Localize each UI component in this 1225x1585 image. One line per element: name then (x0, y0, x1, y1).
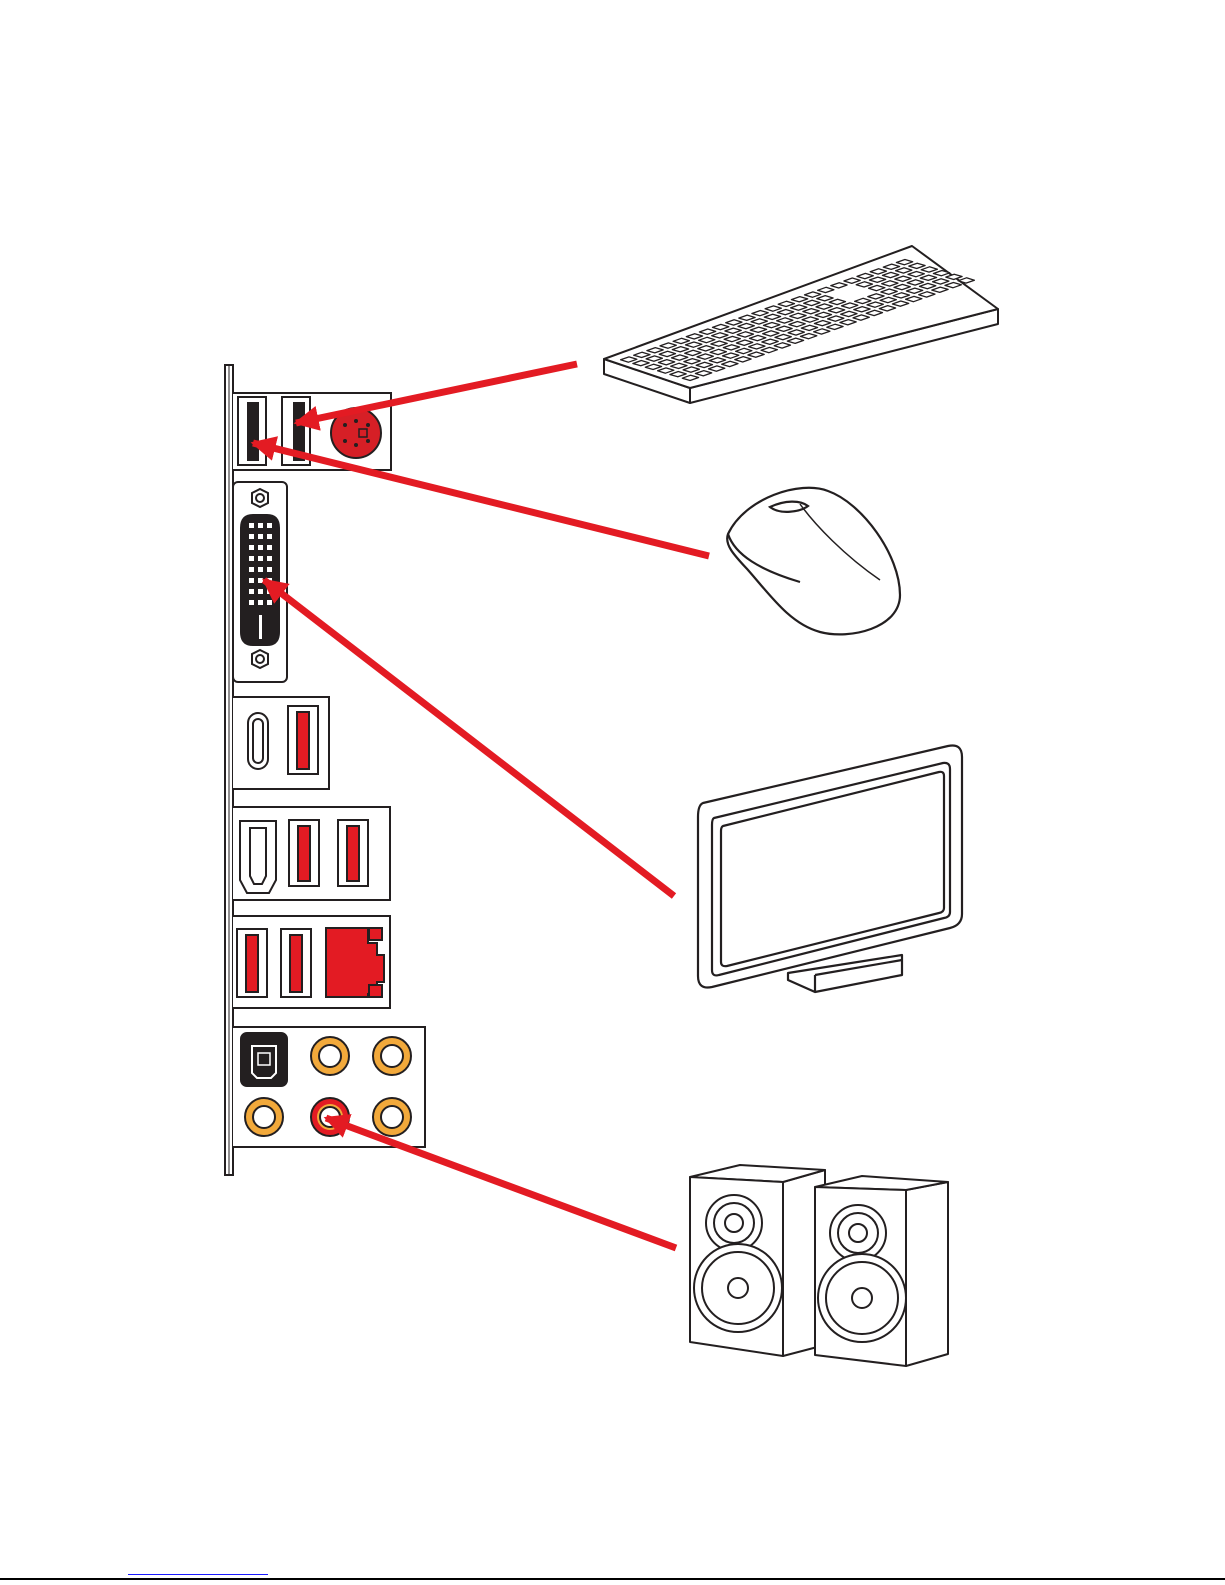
monitor-icon (698, 745, 962, 992)
dvi-pin (249, 523, 254, 528)
mouse-arrow (253, 443, 709, 556)
dvi-pin (258, 523, 263, 528)
dvi-d-port[interactable] (233, 482, 287, 682)
hdmi-port[interactable] (240, 821, 276, 893)
keyboard-icon (604, 246, 998, 403)
port-block-audio (233, 1027, 425, 1147)
footer-rule (0, 1578, 1225, 1580)
dvi-pin (258, 545, 263, 550)
dvi-pin (249, 545, 254, 550)
usb-a-port[interactable] (281, 929, 311, 997)
port-block-usbc (233, 697, 329, 789)
dvi-pin (258, 600, 263, 605)
dvi-pin (249, 534, 254, 539)
usb-a-port[interactable] (238, 397, 266, 465)
usb-a-port[interactable] (237, 929, 267, 997)
usb-c-port[interactable] (248, 713, 268, 769)
dvi-pin (267, 545, 272, 550)
footer-link-underline (128, 1574, 268, 1575)
audio-jack[interactable] (373, 1037, 411, 1075)
audio-jack[interactable] (373, 1098, 411, 1136)
dvi-pin (258, 578, 263, 583)
lan-port[interactable] (326, 928, 384, 997)
rear-io-panel (225, 365, 425, 1175)
usb-a-port[interactable] (289, 820, 319, 886)
dvi-pin (249, 589, 254, 594)
dvi-pin (258, 567, 263, 572)
speakers-arrow (326, 1118, 676, 1248)
dvi-pin (267, 556, 272, 561)
dvi-pin (258, 589, 263, 594)
audio-jack[interactable] (245, 1098, 283, 1136)
dvi-pin (249, 578, 254, 583)
usb-a-port[interactable] (288, 706, 318, 774)
optical-spdif-port[interactable] (241, 1033, 287, 1086)
mouse-icon (727, 488, 900, 635)
dvi-pin (267, 523, 272, 528)
dvi-pin (249, 567, 254, 572)
dvi-pin (267, 600, 272, 605)
speakers-icon (690, 1165, 948, 1366)
dvi-pin (258, 556, 263, 561)
usb-a-port[interactable] (338, 820, 368, 886)
dvi-pin (267, 567, 272, 572)
dvi-pin (249, 556, 254, 561)
dvi-pin (267, 534, 272, 539)
port-block-lan (233, 916, 390, 1008)
dvi-pin (258, 534, 263, 539)
dvi-pin (249, 600, 254, 605)
port-block-hdmi (233, 807, 390, 900)
audio-jack[interactable] (311, 1037, 349, 1075)
